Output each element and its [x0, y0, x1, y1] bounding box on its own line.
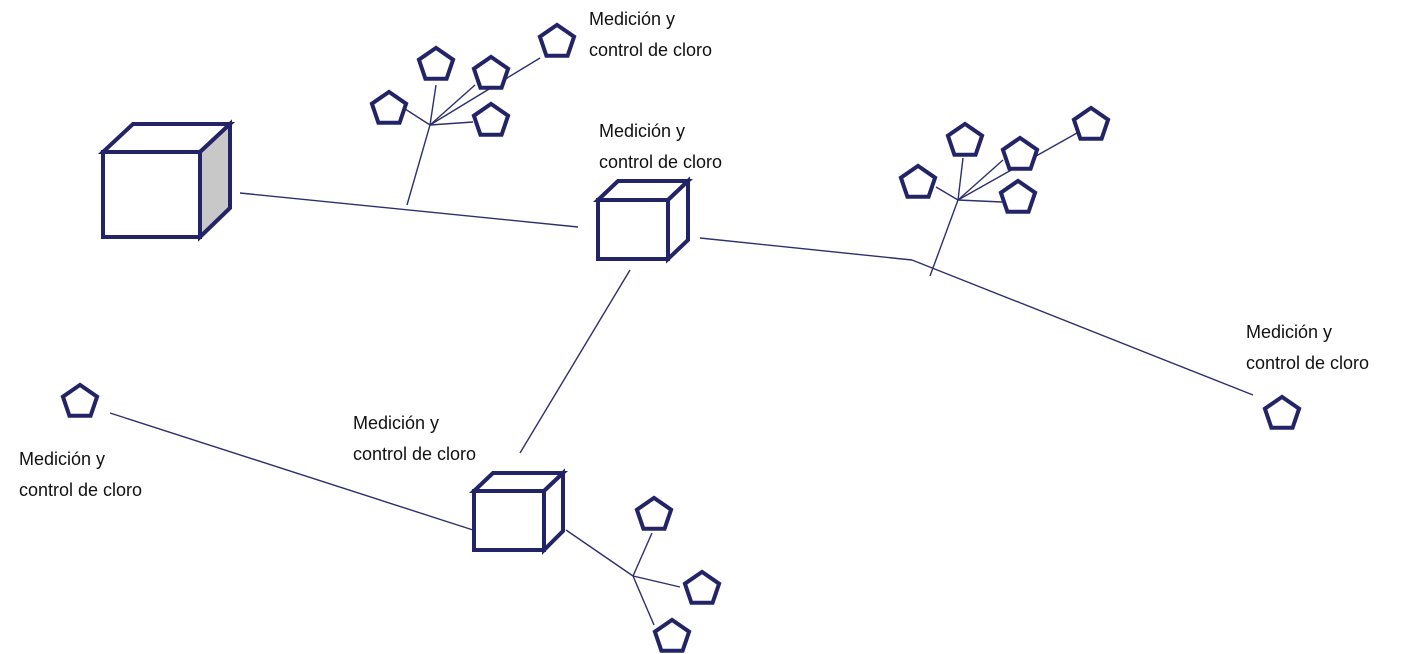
pentagon-consumer-icon — [634, 495, 674, 531]
label-line-1: Medición y — [599, 121, 686, 141]
station-1-cube-icon — [592, 176, 694, 264]
pipe-station-2-to-bottom-hub — [565, 529, 634, 577]
pipe-main-to-station-1 — [239, 192, 579, 228]
pipe-spoke — [429, 57, 541, 126]
pipe-spoke — [632, 575, 681, 588]
label-station-2: Medición y control de cloro — [353, 408, 476, 470]
pipe-spoke — [429, 84, 476, 126]
label-line-2: control de cloro — [353, 444, 477, 464]
label-far-left: Medición y control de cloro — [19, 444, 142, 506]
pentagon-consumer-icon — [652, 617, 692, 653]
label-line-1: Medición y — [353, 413, 440, 433]
pipe-spoke — [401, 106, 431, 126]
label-line-1: Medición y — [589, 9, 676, 29]
label-line-2: control de cloro — [599, 152, 723, 172]
pentagon-consumer-icon — [1262, 394, 1302, 430]
pentagon-consumer-icon — [60, 382, 100, 418]
pipe-station-1-to-junction — [699, 237, 913, 261]
pipe-far-left-to-station-2 — [109, 412, 474, 531]
pipe-junction-to-far-right — [911, 259, 1254, 396]
pipe-spoke — [935, 186, 959, 201]
pipe-branch-right-cluster — [929, 199, 959, 277]
pipe-spoke — [957, 199, 1003, 203]
pipe-spoke — [957, 157, 964, 201]
pipe-spoke — [429, 84, 437, 126]
pentagon-consumer-icon — [682, 569, 722, 605]
main-tank-cube-icon — [97, 119, 236, 242]
consumer-nodes — [60, 22, 1302, 653]
pentagon-consumer-icon — [1071, 105, 1111, 141]
pentagon-consumer-icon — [416, 45, 456, 81]
label-line-2: control de cloro — [1246, 353, 1370, 373]
pipe-spoke — [429, 121, 474, 126]
label-line-2: control de cloro — [589, 40, 713, 60]
pentagon-consumer-icon — [471, 54, 511, 90]
pipe-spoke — [632, 532, 653, 577]
pentagon-consumer-icon — [369, 89, 409, 125]
label-top-cluster: Medición y control de cloro — [589, 4, 712, 66]
pentagon-consumer-icon — [945, 121, 985, 157]
pentagon-consumer-icon — [1000, 135, 1040, 171]
label-station-1: Medición y control de cloro — [599, 116, 722, 178]
label-far-right: Medición y control de cloro — [1246, 317, 1369, 379]
pipe-spoke — [957, 159, 1004, 201]
label-line-1: Medición y — [1246, 322, 1333, 342]
station-2-cube-icon — [468, 468, 569, 555]
label-line-2: control de cloro — [19, 480, 143, 500]
pentagon-consumer-icon — [998, 178, 1038, 214]
pentagon-consumer-icon — [471, 101, 511, 137]
pipe-branch-top-cluster — [406, 124, 431, 206]
pentagon-consumer-icon — [537, 22, 577, 58]
label-line-1: Medición y — [19, 449, 106, 469]
pentagon-consumer-icon — [898, 163, 938, 199]
pipe-spoke — [632, 575, 655, 626]
pipe-station-1-to-station-2 — [519, 269, 631, 454]
